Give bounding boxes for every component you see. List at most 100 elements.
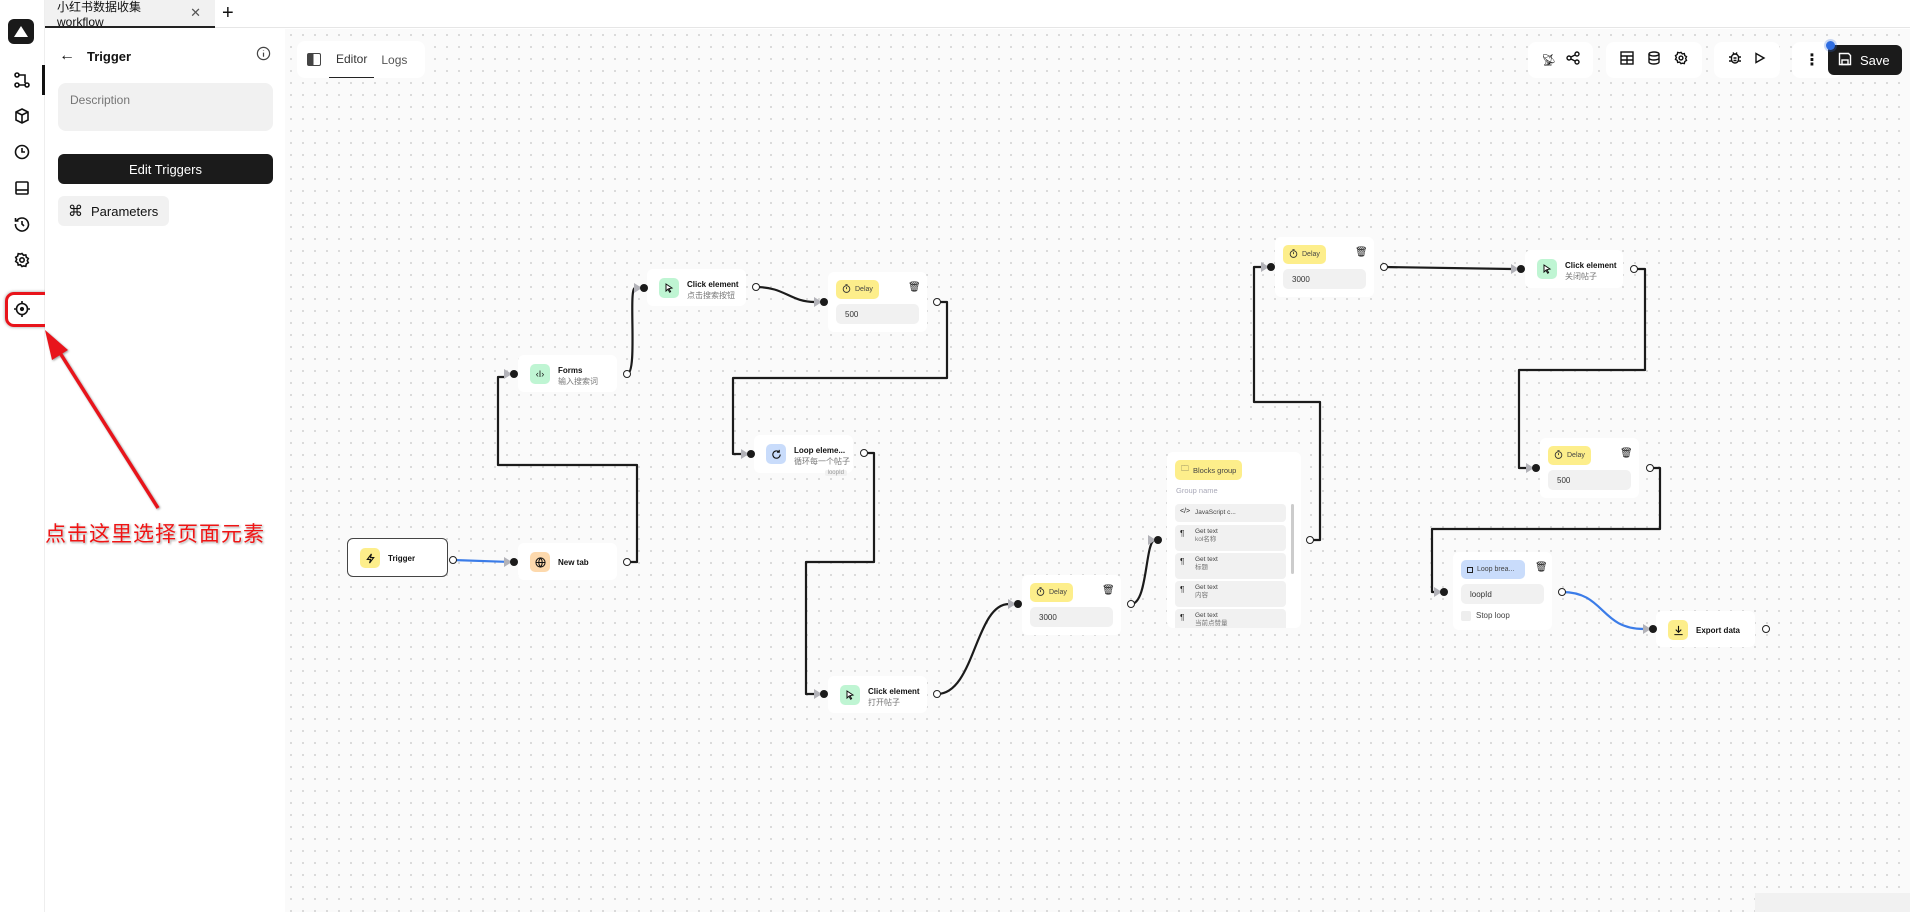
delete-icon[interactable]: 🗑︎ bbox=[1620, 448, 1633, 459]
loop-icon bbox=[766, 444, 786, 464]
output-handle[interactable] bbox=[623, 558, 631, 566]
output-handle[interactable] bbox=[933, 298, 941, 306]
settings-icon[interactable] bbox=[11, 249, 33, 271]
app-logo[interactable] bbox=[8, 19, 34, 44]
node-title: Loop eleme... bbox=[794, 446, 846, 455]
group-item-title: Get text bbox=[1195, 556, 1218, 563]
output-handle[interactable] bbox=[752, 283, 760, 291]
storage-icon[interactable] bbox=[11, 177, 33, 199]
history-icon[interactable] bbox=[11, 213, 33, 235]
delay-badge: Delay bbox=[1548, 446, 1591, 465]
tab-logs[interactable]: Logs bbox=[381, 52, 408, 67]
output-handle[interactable] bbox=[860, 449, 868, 457]
input-handle[interactable] bbox=[741, 449, 755, 459]
node-export[interactable]: Export data bbox=[1656, 611, 1755, 647]
toggle-sidebar-icon[interactable] bbox=[307, 53, 321, 66]
workflow-canvas[interactable] bbox=[285, 29, 1910, 912]
delete-icon[interactable]: 🗑︎ bbox=[1535, 562, 1548, 573]
input-handle[interactable] bbox=[1008, 599, 1022, 609]
parameters-button[interactable]: ⌘Parameters bbox=[58, 196, 169, 226]
output-handle[interactable] bbox=[1630, 265, 1638, 273]
clock-icon[interactable] bbox=[11, 141, 33, 163]
tab-editor[interactable]: Editor bbox=[329, 41, 375, 78]
delay-input[interactable]: 500 bbox=[836, 304, 919, 324]
group-item-title: Get text bbox=[1195, 584, 1218, 591]
input-handle[interactable] bbox=[504, 369, 518, 379]
broadcast-icon[interactable]: 📡︎ bbox=[1540, 53, 1557, 67]
command-icon: ⌘ bbox=[68, 203, 83, 220]
edit-triggers-button[interactable]: Edit Triggers bbox=[58, 154, 273, 184]
input-handle[interactable] bbox=[634, 283, 648, 293]
input-handle[interactable] bbox=[1526, 463, 1540, 473]
output-handle[interactable] bbox=[1127, 600, 1135, 608]
debug-icon[interactable] bbox=[1728, 51, 1742, 70]
node-trigger[interactable]: Trigger bbox=[347, 538, 448, 577]
output-handle[interactable] bbox=[1762, 625, 1770, 633]
description-input[interactable] bbox=[58, 83, 273, 131]
output-handle[interactable] bbox=[449, 556, 457, 564]
workflow-icon[interactable] bbox=[11, 69, 33, 91]
minimap[interactable] bbox=[1755, 893, 1910, 912]
output-handle[interactable] bbox=[1558, 588, 1566, 596]
element-picker-icon[interactable] bbox=[11, 298, 33, 320]
package-icon[interactable] bbox=[11, 105, 33, 127]
output-handle[interactable] bbox=[1380, 263, 1388, 271]
group-name-input[interactable]: Group name bbox=[1176, 486, 1218, 495]
input-handle[interactable] bbox=[504, 557, 518, 567]
table-icon[interactable] bbox=[1620, 50, 1635, 70]
new-tab-button[interactable]: + bbox=[222, 2, 234, 24]
tab-workflow[interactable]: 小红书数据收集 workflow✕ bbox=[45, 0, 215, 29]
node-new-tab[interactable]: New tab bbox=[518, 543, 617, 580]
input-handle[interactable] bbox=[814, 689, 828, 699]
input-handle[interactable] bbox=[1261, 262, 1275, 272]
delete-icon[interactable]: 🗑︎ bbox=[1102, 585, 1115, 596]
group-scrollbar[interactable] bbox=[1291, 504, 1294, 574]
delay-input[interactable]: 3000 bbox=[1030, 607, 1113, 627]
delete-icon[interactable]: 🗑︎ bbox=[908, 282, 921, 293]
node-delay-2[interactable]: Delay🗑︎3000 bbox=[1022, 575, 1121, 635]
more-options-icon[interactable]: ⋮ bbox=[1804, 52, 1820, 69]
input-handle[interactable] bbox=[1148, 535, 1162, 545]
stop-loop-checkbox[interactable] bbox=[1461, 611, 1471, 621]
output-handle[interactable] bbox=[1646, 464, 1654, 472]
loop-id-input[interactable]: loopId bbox=[1461, 584, 1544, 604]
close-tab-icon[interactable]: ✕ bbox=[190, 5, 201, 20]
input-handle[interactable] bbox=[1511, 264, 1525, 274]
group-item-subtitle: 标题 bbox=[1195, 564, 1208, 571]
delay-input[interactable]: 3000 bbox=[1283, 269, 1366, 289]
delay-input[interactable]: 500 bbox=[1548, 470, 1631, 490]
input-handle[interactable] bbox=[814, 297, 828, 307]
share-icon[interactable] bbox=[1566, 50, 1580, 70]
output-handle[interactable] bbox=[623, 370, 631, 378]
input-handle[interactable] bbox=[1643, 624, 1657, 634]
output-handle[interactable] bbox=[933, 690, 941, 698]
node-delay-4[interactable]: Delay 🗑︎ 500 bbox=[1540, 438, 1639, 498]
group-item[interactable]: </>JavaScript c... bbox=[1175, 504, 1286, 522]
workflow-settings-icon[interactable] bbox=[1674, 50, 1688, 70]
node-title: Trigger bbox=[388, 554, 416, 563]
back-arrow-icon[interactable]: ← bbox=[59, 47, 75, 64]
input-handle[interactable] bbox=[1434, 587, 1448, 597]
database-icon[interactable] bbox=[1647, 50, 1661, 70]
output-handle[interactable] bbox=[1306, 536, 1314, 544]
node-delay-3[interactable]: Delay🗑︎3000 bbox=[1275, 237, 1374, 297]
save-button[interactable]: Save bbox=[1828, 45, 1902, 75]
delay-label: Delay bbox=[855, 286, 873, 293]
info-icon[interactable] bbox=[256, 46, 271, 66]
node-delay-1[interactable]: Delay 🗑︎ 500 bbox=[828, 272, 927, 332]
panel-header: ←Trigger bbox=[59, 47, 131, 65]
run-icon[interactable] bbox=[1754, 51, 1766, 69]
delete-icon[interactable]: 🗑︎ bbox=[1355, 247, 1368, 258]
tab-bar: 小红书数据收集 workflow✕ + bbox=[0, 0, 1910, 29]
